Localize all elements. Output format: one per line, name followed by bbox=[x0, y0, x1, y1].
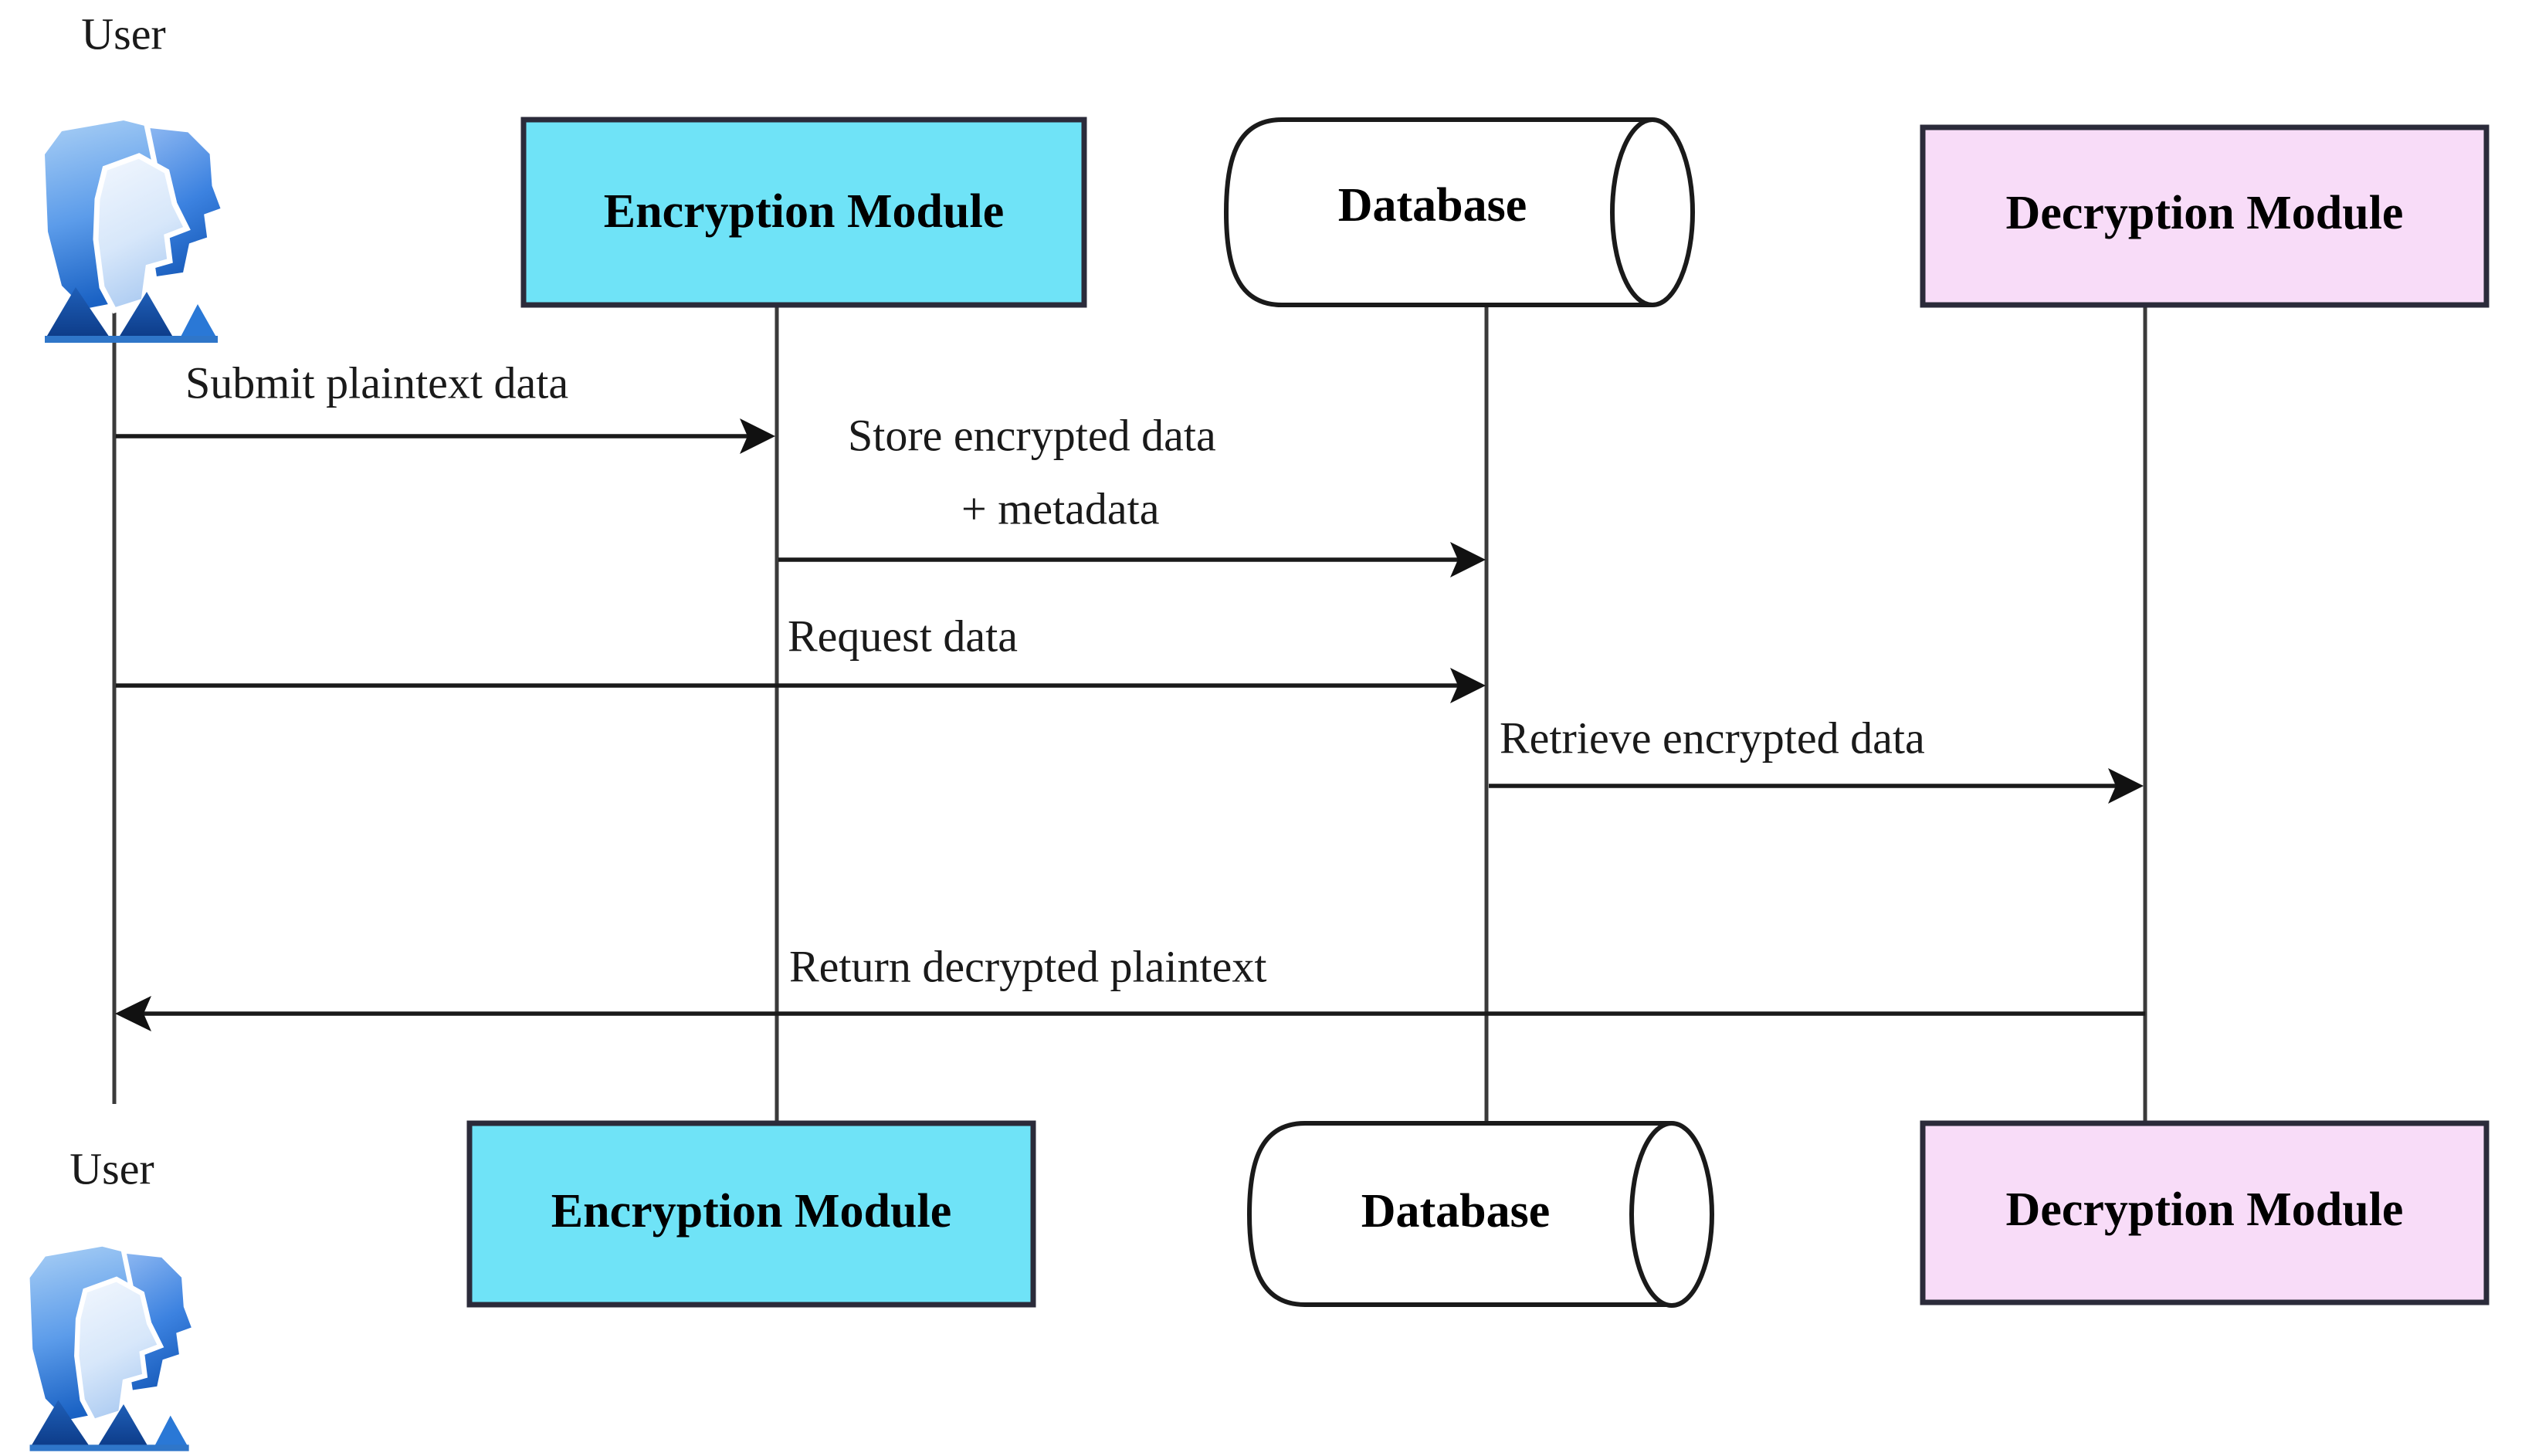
message-1-arrowhead-right bbox=[740, 418, 775, 454]
message-2-label-line2: + metadata bbox=[961, 483, 1160, 533]
database-label-top: Database bbox=[1338, 179, 1527, 232]
database-cylinder-cap-bottom bbox=[1629, 1121, 1714, 1308]
participant-footer-user[interactable]: User bbox=[29, 1143, 198, 1451]
decryption-module-label-bottom: Decryption Module bbox=[2006, 1183, 2404, 1236]
message-3-request-data[interactable]: Request data bbox=[116, 611, 1486, 703]
message-4-arrowhead-right bbox=[2108, 768, 2144, 804]
participant-header-user[interactable]: User bbox=[45, 8, 228, 343]
message-2-store-encrypted-data[interactable]: Store encrypted data + metadata bbox=[778, 410, 1486, 577]
encryption-module-box-top[interactable] bbox=[520, 117, 1087, 308]
message-2-label-line1: Store encrypted data bbox=[848, 410, 1216, 460]
message-4-label: Retrieve encrypted data bbox=[1500, 713, 1925, 763]
actor-label-user-bottom: User bbox=[69, 1143, 154, 1194]
database-cylinder-cap-top bbox=[1610, 117, 1695, 307]
encryption-module-label-bottom: Encryption Module bbox=[551, 1185, 951, 1238]
message-1-submit-plaintext-data[interactable]: Submit plaintext data bbox=[116, 357, 775, 454]
database-label-bottom: Database bbox=[1361, 1185, 1551, 1238]
message-5-arrowhead-left bbox=[115, 996, 151, 1031]
decryption-module-box-top[interactable] bbox=[1920, 124, 2490, 308]
participant-header-database[interactable]: Database bbox=[1223, 117, 1695, 307]
users-group-icon bbox=[45, 120, 228, 343]
participant-footer-decryption[interactable]: Decryption Module bbox=[1920, 1120, 2490, 1305]
message-5-label: Return decrypted plaintext bbox=[789, 941, 1266, 991]
lifelines bbox=[112, 307, 2147, 1123]
decryption-module-label-top: Decryption Module bbox=[2006, 187, 2404, 239]
message-3-label: Request data bbox=[788, 611, 1018, 661]
actor-label-user-top: User bbox=[81, 8, 166, 59]
participant-footer-database[interactable]: Database bbox=[1246, 1121, 1714, 1308]
message-5-return-decrypted-plaintext[interactable]: Return decrypted plaintext bbox=[115, 941, 2145, 1031]
message-2-arrowhead-right bbox=[1450, 542, 1486, 577]
participant-footer-encryption[interactable]: Encryption Module bbox=[466, 1120, 1036, 1308]
participant-header-encryption[interactable]: Encryption Module bbox=[520, 117, 1087, 308]
message-3-arrowhead-right bbox=[1450, 668, 1486, 703]
encryption-module-label-top: Encryption Module bbox=[604, 185, 1004, 238]
database-cylinder-bottom[interactable] bbox=[1246, 1121, 1672, 1307]
message-4-retrieve-encrypted-data[interactable]: Retrieve encrypted data bbox=[1489, 713, 2144, 804]
decryption-module-box-bottom[interactable] bbox=[1920, 1120, 2490, 1305]
participant-header-decryption[interactable]: Decryption Module bbox=[1920, 124, 2490, 308]
users-group-icon-bottom bbox=[29, 1246, 198, 1451]
database-cylinder-top[interactable] bbox=[1223, 117, 1652, 307]
encryption-module-box-bottom[interactable] bbox=[466, 1120, 1036, 1308]
message-1-label: Submit plaintext data bbox=[185, 357, 568, 408]
